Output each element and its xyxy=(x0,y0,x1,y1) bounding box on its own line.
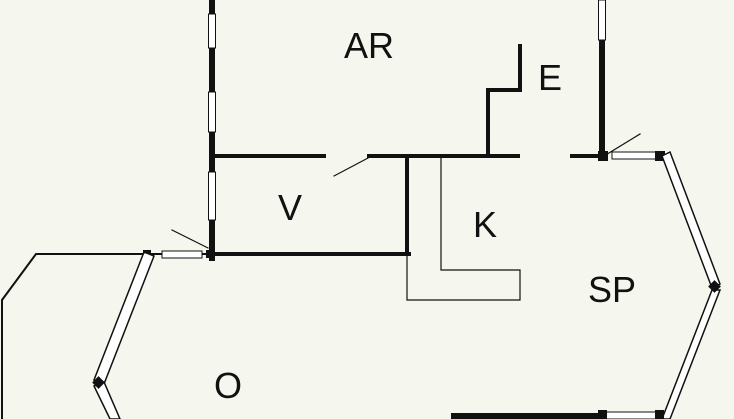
room-label-k: K xyxy=(473,204,497,245)
wall-sp-top xyxy=(598,151,665,161)
room-label-e: E xyxy=(538,57,562,98)
stair-e xyxy=(486,44,522,158)
bay-window-o xyxy=(92,251,155,419)
bay-window-sp xyxy=(661,150,722,419)
door-swing-sp xyxy=(603,133,641,157)
wall-o-outer-left xyxy=(1,253,146,419)
room-label-o: O xyxy=(214,365,242,406)
room-label-sp: SP xyxy=(588,269,636,310)
door-swing-v xyxy=(333,157,369,177)
room-label-ar: AR xyxy=(344,25,394,66)
left-wall-with-windows xyxy=(208,0,216,261)
kitchen-counter xyxy=(406,157,521,301)
room-label-v: V xyxy=(278,187,302,228)
wall-bottom xyxy=(451,410,664,419)
door-swing-o xyxy=(171,229,209,249)
right-wall-ar xyxy=(598,0,606,161)
